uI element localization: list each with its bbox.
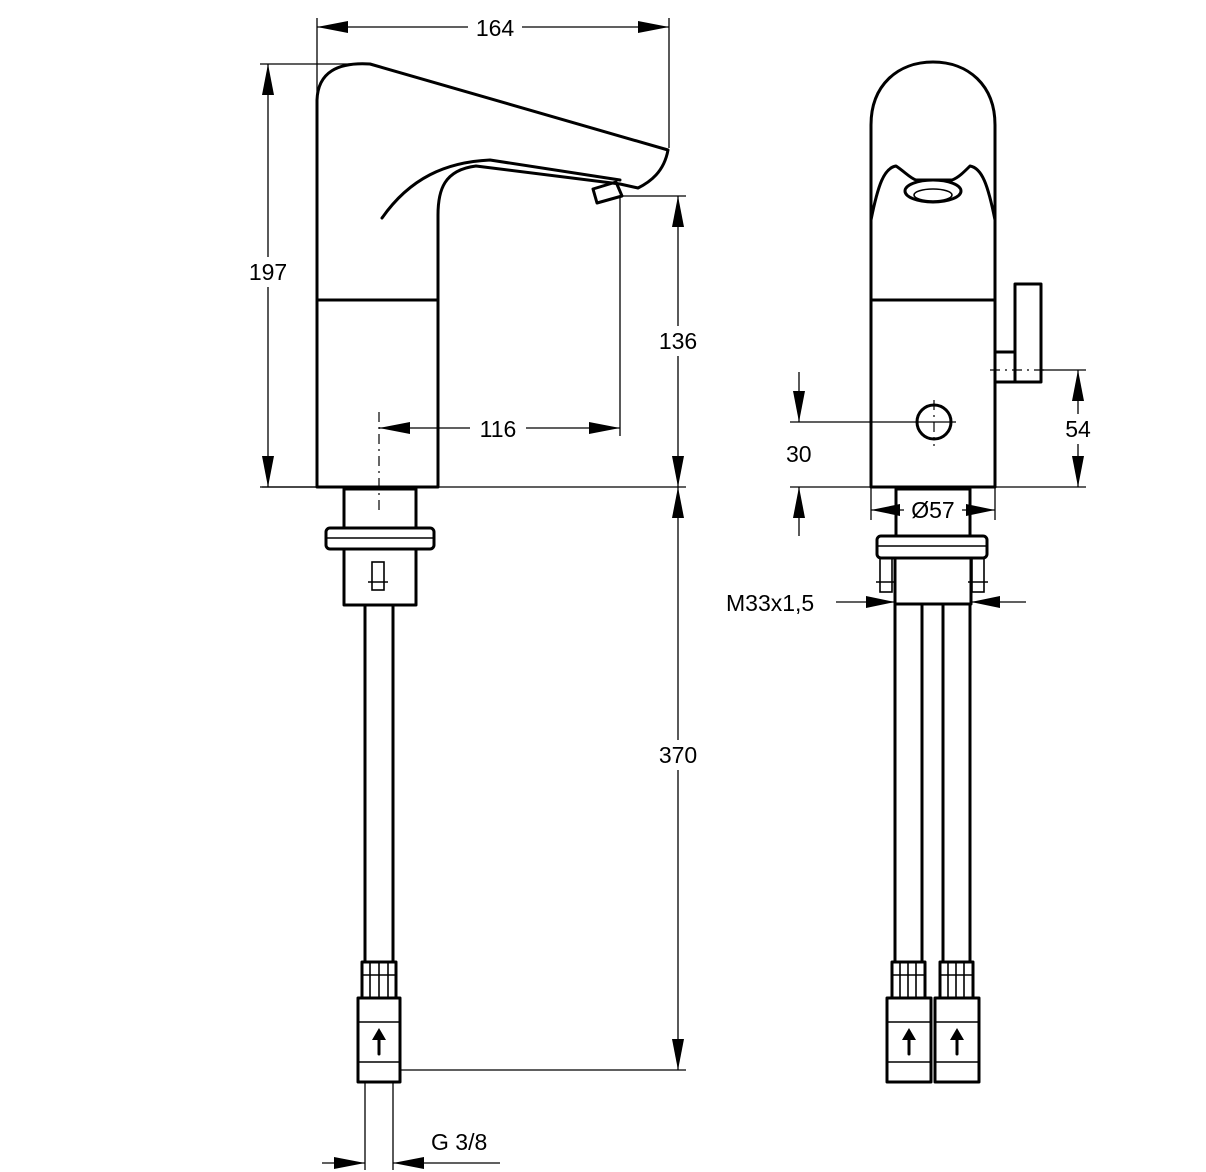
front-flange	[875, 534, 989, 560]
dim-d57: Ø57	[911, 497, 954, 523]
side-body-outline	[315, 62, 670, 489]
front-screw-left	[879, 557, 893, 593]
front-body-outline	[869, 60, 997, 489]
front-dimensions: 30 54 Ø57 M33x1,5	[726, 369, 1098, 616]
side-shank	[342, 487, 418, 530]
dim-54: 54	[1065, 416, 1091, 442]
dim-g38: G 3/8	[431, 1129, 487, 1155]
front-connector-left	[885, 996, 933, 1084]
dim-370: 370	[659, 742, 697, 768]
dim-30: 30	[786, 441, 812, 467]
dim-m33: M33x1,5	[726, 590, 814, 616]
front-nut	[893, 556, 973, 606]
front-spout-hood	[869, 164, 997, 222]
flow-arrow-icon	[950, 1028, 964, 1056]
front-connector-right	[933, 996, 981, 1084]
spout-curve	[380, 158, 622, 220]
side-screw	[371, 561, 385, 591]
side-nut	[342, 547, 418, 607]
side-view	[315, 62, 670, 1084]
dim-116: 116	[480, 416, 517, 442]
dim-164: 164	[476, 15, 515, 41]
side-connector	[356, 996, 402, 1084]
front-screw-right	[971, 557, 985, 593]
flow-arrow-icon	[372, 1028, 386, 1056]
aerator	[591, 180, 624, 205]
dim-136: 136	[659, 328, 697, 354]
side-dimensions: 164 197 136 116 370	[244, 13, 706, 1170]
dim-197: 197	[249, 259, 287, 285]
front-view	[869, 60, 1046, 1084]
front-aerator	[903, 178, 963, 204]
flow-arrow-icon	[902, 1028, 916, 1056]
lever	[1013, 282, 1043, 384]
